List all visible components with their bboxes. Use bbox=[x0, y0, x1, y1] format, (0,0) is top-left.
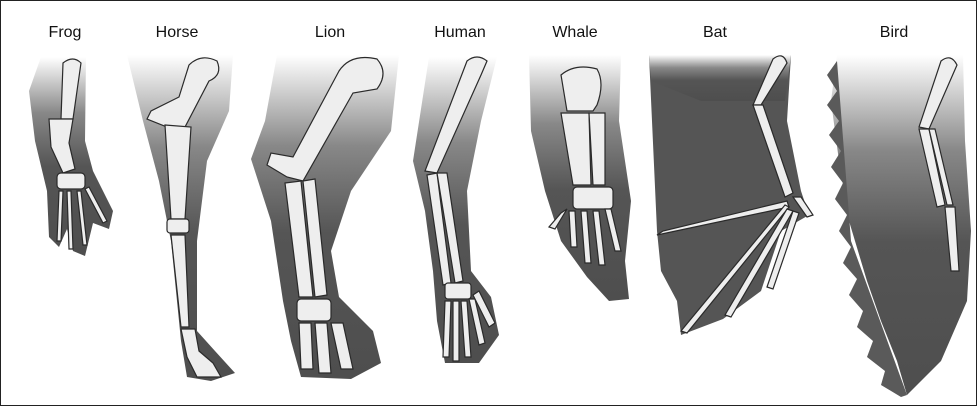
label-human: Human bbox=[434, 24, 486, 41]
label-bird: Bird bbox=[880, 24, 908, 41]
label-whale: Whale bbox=[552, 24, 597, 41]
bird-limb bbox=[827, 55, 971, 397]
frog-limb bbox=[29, 57, 113, 256]
whale-limb bbox=[529, 55, 631, 301]
lion-limb bbox=[251, 55, 399, 379]
human-limb bbox=[413, 57, 499, 363]
label-frog: Frog bbox=[49, 24, 82, 41]
horse-limb bbox=[127, 55, 235, 381]
bat-limb bbox=[649, 55, 813, 335]
label-lion: Lion bbox=[315, 24, 345, 41]
label-bat: Bat bbox=[703, 24, 728, 41]
label-horse: Horse bbox=[156, 24, 199, 41]
